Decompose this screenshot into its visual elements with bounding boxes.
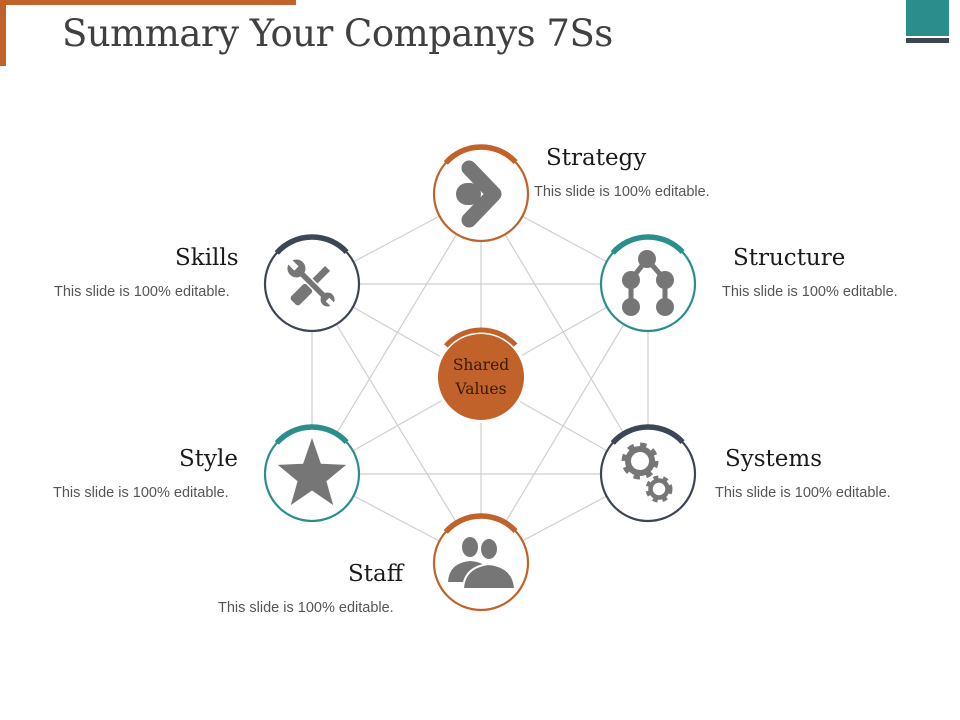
- node-arc: [274, 234, 349, 255]
- connector-line: [480, 193, 649, 475]
- center-fill: [438, 334, 524, 420]
- shared-values-line2: Values: [455, 380, 507, 398]
- node-staff: [432, 513, 530, 612]
- corner-underline: [906, 38, 949, 43]
- node-shared-values: [435, 327, 527, 423]
- node-structure: [599, 234, 697, 333]
- staff-description: This slide is 100% editable.: [218, 600, 394, 616]
- star-icon: [277, 438, 347, 506]
- strategy-label: Strategy: [546, 145, 647, 171]
- node-arc: [443, 327, 518, 348]
- skills-label: Skills: [175, 245, 239, 271]
- node-strategy: [432, 144, 530, 243]
- staff-label: Staff: [348, 561, 404, 587]
- tools-icon: [286, 258, 335, 307]
- node-arc: [610, 234, 685, 255]
- hierarchy-icon: [622, 250, 674, 316]
- connector-line: [311, 283, 482, 564]
- chevron-right-icon: [456, 160, 502, 228]
- node-arc: [443, 513, 518, 534]
- shared-values-label: Shared Values: [440, 353, 522, 401]
- style-label: Style: [179, 446, 238, 472]
- gears-icon: [621, 442, 673, 503]
- accent-bar-top: [0, 0, 296, 5]
- node-arc: [443, 144, 518, 165]
- accent-bar-left: [0, 0, 6, 66]
- node-systems: [599, 424, 697, 523]
- structure-description: This slide is 100% editable.: [722, 284, 898, 300]
- systems-label: Systems: [725, 446, 823, 472]
- structure-label: Structure: [733, 245, 846, 271]
- connector-line: [480, 283, 649, 564]
- style-description: This slide is 100% editable.: [53, 485, 229, 501]
- corner-block: [906, 0, 949, 36]
- strategy-description: This slide is 100% editable.: [534, 184, 710, 200]
- skills-description: This slide is 100% editable.: [54, 284, 230, 300]
- systems-description: This slide is 100% editable.: [715, 485, 891, 501]
- connector-line: [311, 193, 482, 475]
- node-skills: [263, 234, 361, 333]
- people-icon: [448, 537, 517, 590]
- node-style: [263, 424, 361, 523]
- node-arc: [274, 424, 349, 445]
- node-arc: [610, 424, 685, 445]
- page-title: Summary Your Companys 7Ss: [62, 12, 613, 55]
- shared-values-line1: Shared: [452, 356, 510, 374]
